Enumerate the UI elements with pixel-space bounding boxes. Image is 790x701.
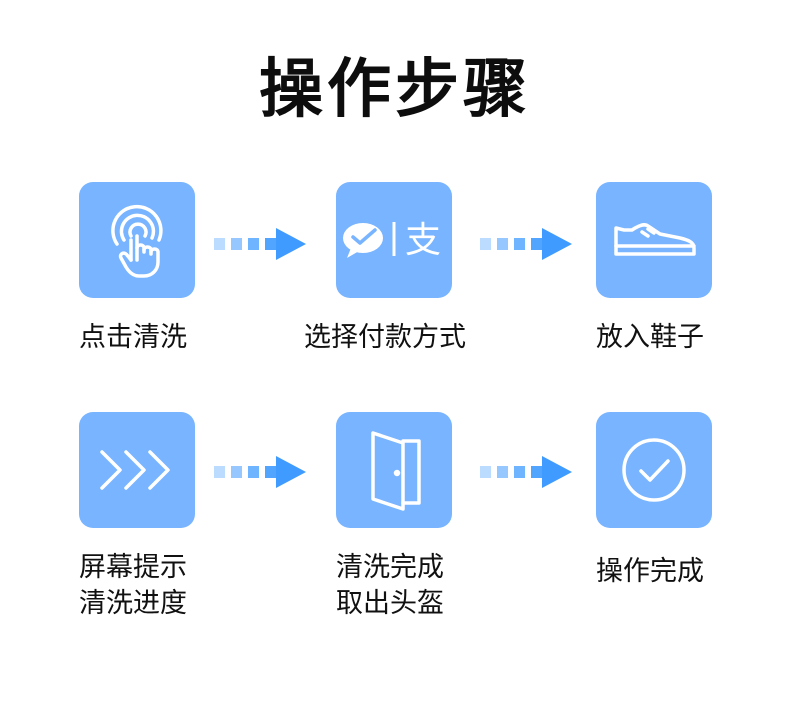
- step-3-label: 放入鞋子: [596, 320, 704, 356]
- arrow-icon: [480, 228, 572, 260]
- step-6-tile: [596, 412, 712, 528]
- wechat-pay-icon: [343, 223, 383, 258]
- step-4-label-line-2: 清洗进度: [79, 588, 187, 619]
- step-2-label: 选择付款方式: [304, 320, 466, 356]
- step-4-tile: [79, 412, 195, 528]
- step-5-label-line-1: 清洗完成: [336, 552, 444, 583]
- step-3-label-line-1: 放入鞋子: [596, 322, 704, 353]
- step-5-label-line-2: 取出头盔: [336, 588, 444, 619]
- step-4-label: 屏幕提示 清洗进度: [79, 550, 187, 622]
- door-open-icon: [371, 431, 421, 511]
- step-5-tile: [336, 412, 452, 528]
- step-1-label: 点击清洗: [79, 320, 187, 356]
- alipay-icon: 支: [405, 220, 441, 261]
- step-2-label-line-1: 选择付款方式: [304, 322, 466, 353]
- triple-chevron-icon: [100, 450, 170, 490]
- check-circle-icon: [622, 438, 686, 502]
- finger-tap-icon: [111, 204, 163, 278]
- page-title: 操作步骤: [259, 53, 531, 127]
- step-4-label-line-1: 屏幕提示: [79, 552, 187, 583]
- payment-wechat-alipay-icon: 支: [343, 220, 441, 261]
- step-6-label: 操作完成: [596, 554, 704, 590]
- step-1-label-line-1: 点击清洗: [79, 322, 187, 353]
- shoe-icon: [614, 223, 696, 256]
- step-2-tile: 支: [336, 182, 452, 298]
- arrow-icon: [214, 228, 306, 260]
- step-5-label: 清洗完成 取出头盔: [336, 550, 444, 622]
- step-6-label-line-1: 操作完成: [596, 556, 704, 587]
- step-1-tile: [79, 182, 195, 298]
- arrow-icon: [480, 456, 572, 488]
- step-3-tile: [596, 182, 712, 298]
- arrow-icon: [214, 456, 306, 488]
